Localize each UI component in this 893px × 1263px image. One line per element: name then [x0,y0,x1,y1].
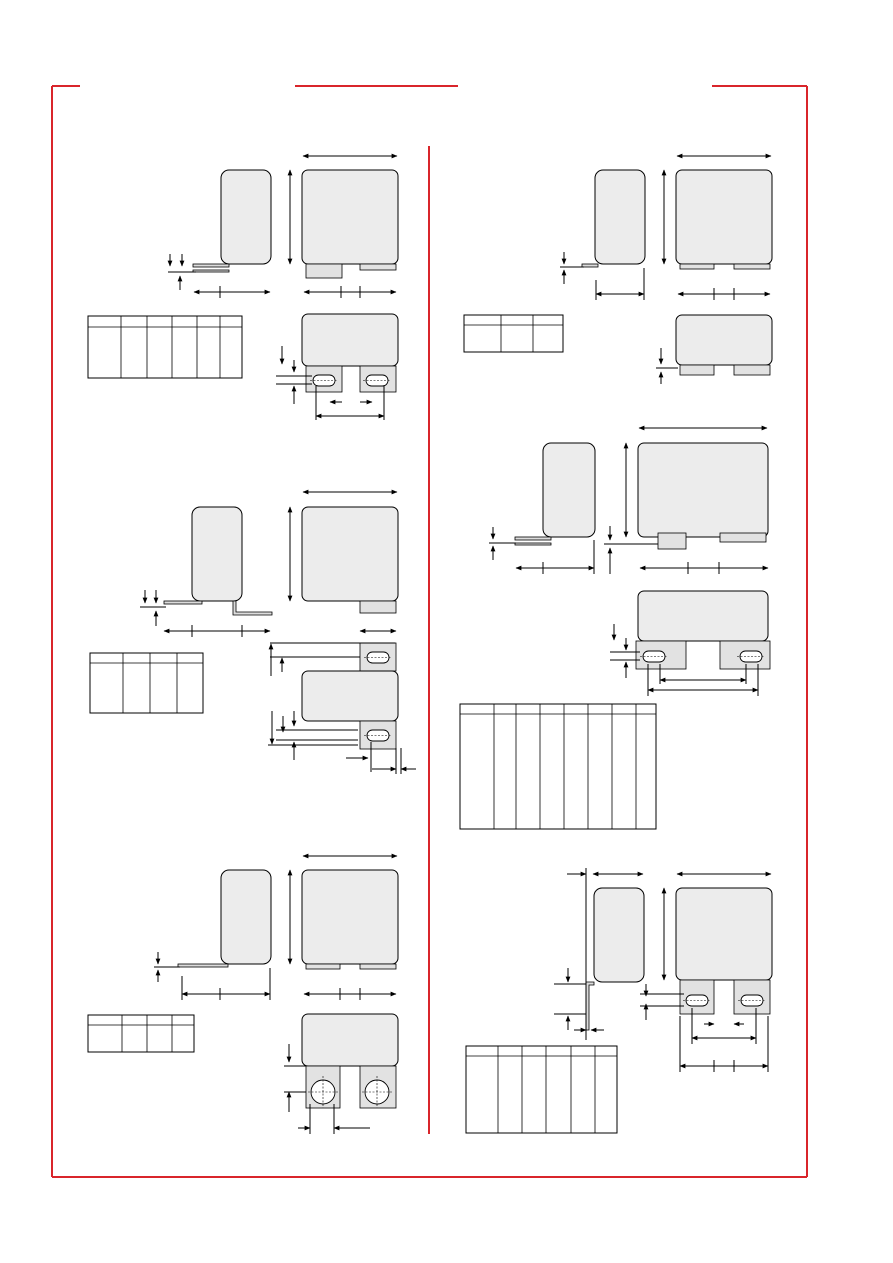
dimension-table [463,314,564,353]
capacitor-bottom-view [301,313,399,367]
capacitor-side-view [542,442,596,538]
terminal-tab [359,263,397,271]
terminal-tab [733,364,771,376]
lead-wire [232,600,273,616]
dimension-table [459,703,657,830]
section-top-left [87,153,399,420]
terminal-tab [305,963,341,970]
lead-wire [177,963,229,968]
dimension-lines [167,153,398,298]
lead-wire [514,542,552,546]
terminal-tab [657,532,687,550]
lead-wire [581,263,599,268]
lead-wire [192,269,230,273]
capacitor-side-view [594,169,646,265]
dimension-table [87,315,243,379]
dimension-table [87,1014,195,1053]
capacitor-front-view [637,442,769,538]
lead-wire [585,981,595,1031]
capacitor-side-view [220,169,272,265]
terminal-tab [679,263,715,270]
dimension-table [465,1045,618,1134]
capacitor-bottom-view [637,590,769,642]
section-middle-left [89,489,416,774]
lead-wire [163,600,203,605]
terminal-tab [359,963,397,970]
capacitor-side-view [191,506,243,602]
capacitor-side-view [593,887,645,983]
lead-wire [192,263,230,268]
section-bottom-right [465,868,773,1134]
terminal-tab [719,532,767,543]
capacitor-bottom-view [301,1013,399,1067]
capacitor-side-view [220,869,272,965]
dimension-table [89,652,204,714]
section-top-right [463,153,773,384]
terminal-tab [679,364,715,376]
lead-wire [514,536,552,541]
capacitor-bottom-view [675,314,773,366]
capacitor-front-view [301,169,399,265]
terminal-tab [305,263,343,279]
section-middle-right [459,425,771,830]
page-frame [51,85,808,1178]
capacitor-bottom-view [301,670,399,722]
capacitor-front-view [301,869,399,965]
section-bottom-left [87,853,399,1134]
terminal-tab [733,263,771,270]
capacitor-front-view [675,887,773,981]
capacitor-front-view [675,169,773,265]
terminal-tab [359,600,397,614]
capacitor-front-view [301,506,399,602]
